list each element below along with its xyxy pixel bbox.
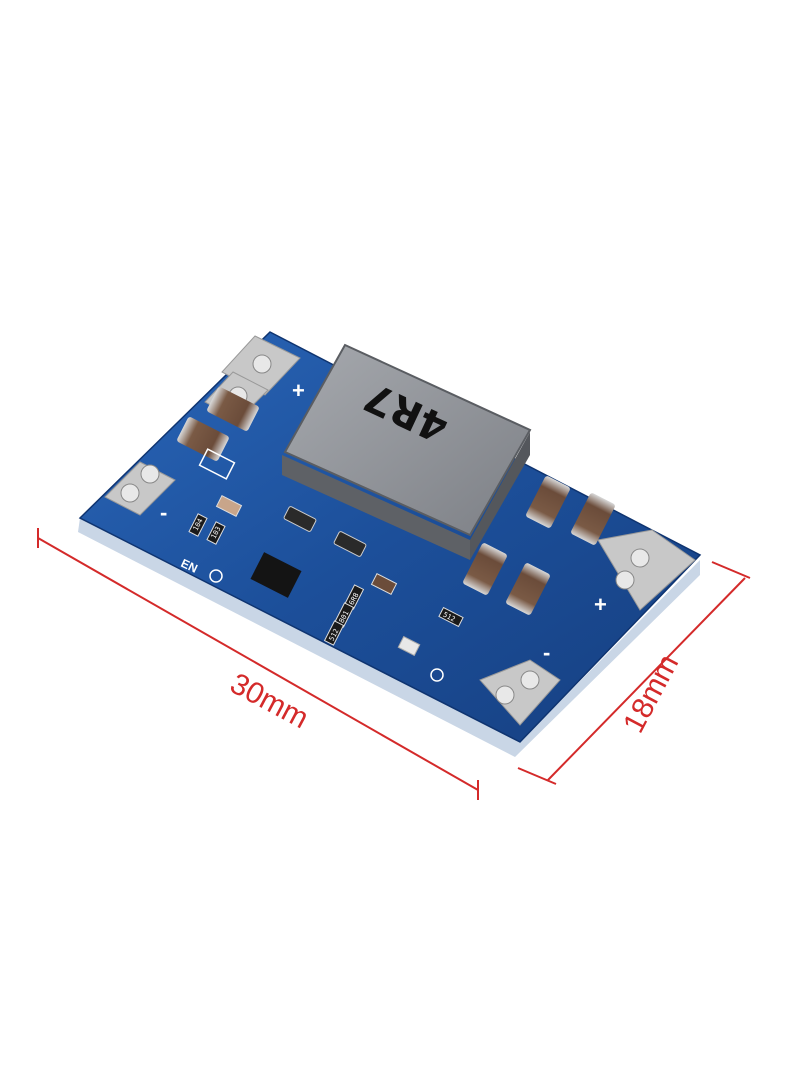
output-capacitors — [463, 476, 615, 615]
silk-output-plus: + — [594, 592, 607, 617]
test-pad — [430, 668, 444, 682]
pcb-surface — [78, 331, 702, 743]
diode-b — [333, 531, 367, 557]
led — [397, 635, 421, 657]
diode-a — [283, 506, 317, 532]
pcb-board: + - + - EN 104 103 6R8 801 512 512 — [78, 331, 702, 757]
silk-en-label: EN — [179, 556, 200, 576]
output-pads — [479, 529, 696, 726]
length-label: 30mm — [225, 667, 314, 735]
input-capacitors — [177, 387, 259, 480]
input-pads — [104, 335, 301, 516]
en-pad — [209, 569, 223, 583]
silk-input-minus: - — [160, 500, 167, 525]
silk-output-minus: - — [543, 640, 550, 665]
width-label: 18mm — [617, 649, 685, 738]
silk-input-plus: + — [292, 378, 305, 403]
resistors: 104 103 6R8 801 512 512 — [188, 494, 464, 657]
regulator-ic — [250, 552, 302, 598]
